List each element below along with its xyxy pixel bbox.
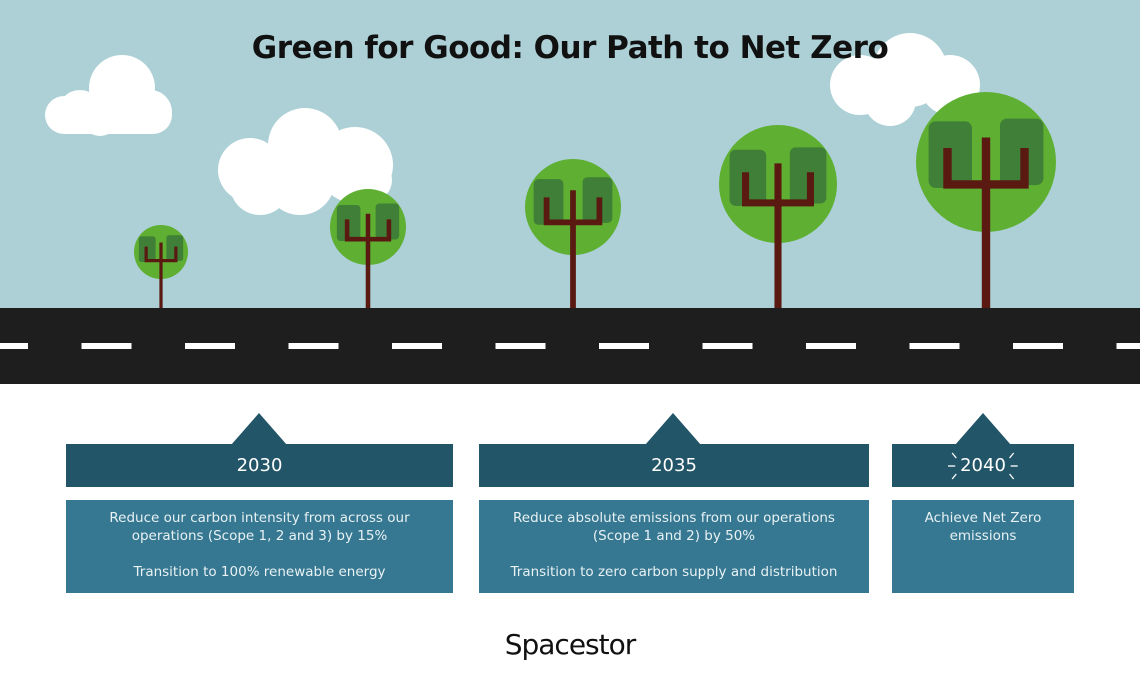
cloud-puff [864,74,916,126]
road-dash [909,343,960,349]
milestone-desc-2030: Reduce our carbon intensity from across … [66,500,453,593]
spacestor-logo: Spacestor [504,628,637,661]
milestone-year-2035: 2035 [479,444,869,487]
milestone-year-2040: 2040 [892,444,1074,487]
road [0,308,1140,384]
milestone-pointer [231,413,287,445]
year-label: 2035 [651,455,697,476]
tree [525,159,621,308]
goal-text: Achieve Net Zero emissions [924,510,1042,544]
cloud-puff [230,155,290,215]
cloud [218,108,393,215]
highlight-rays-icon: 2040 [946,452,1020,480]
road-dash [806,343,856,349]
tree-trunk [543,190,603,308]
tree [330,189,406,308]
goal-text: Reduce absolute emissions from our opera… [513,510,835,544]
tree [134,225,188,308]
tree-trunk [742,163,814,308]
year-label: 2030 [236,455,283,476]
milestone-pointer [645,413,701,445]
tree-trunk [943,137,1029,308]
tree [916,92,1056,308]
milestone-year-2030: 2030 [66,444,453,487]
goal-text: Transition to zero carbon supply and dis… [510,564,838,580]
tree-trunk [144,242,178,308]
road-dash [0,343,28,349]
road-dash [185,343,235,349]
road-dash [1013,343,1063,349]
goal-text: Reduce our carbon intensity from across … [109,510,410,544]
page-title: Green for Good: Our Path to Net Zero [251,30,889,66]
road-dash [599,343,649,349]
road-dash [702,343,753,349]
year-label: 2040 [960,455,1006,476]
tree [719,125,837,308]
road-dash [495,343,546,349]
road-dash [392,343,442,349]
cloud-base [45,96,172,134]
milestone-pointer [955,413,1011,445]
goal-text: Transition to 100% renewable energy [133,564,386,580]
road-dash [1116,343,1140,349]
road-dash [81,343,132,349]
road-scene [0,0,1140,384]
road-dash [288,343,339,349]
milestone-desc-2035: Reduce absolute emissions from our opera… [479,500,869,593]
tree-trunk [344,213,392,308]
milestone-desc-2040: Achieve Net Zero emissions [892,500,1074,593]
